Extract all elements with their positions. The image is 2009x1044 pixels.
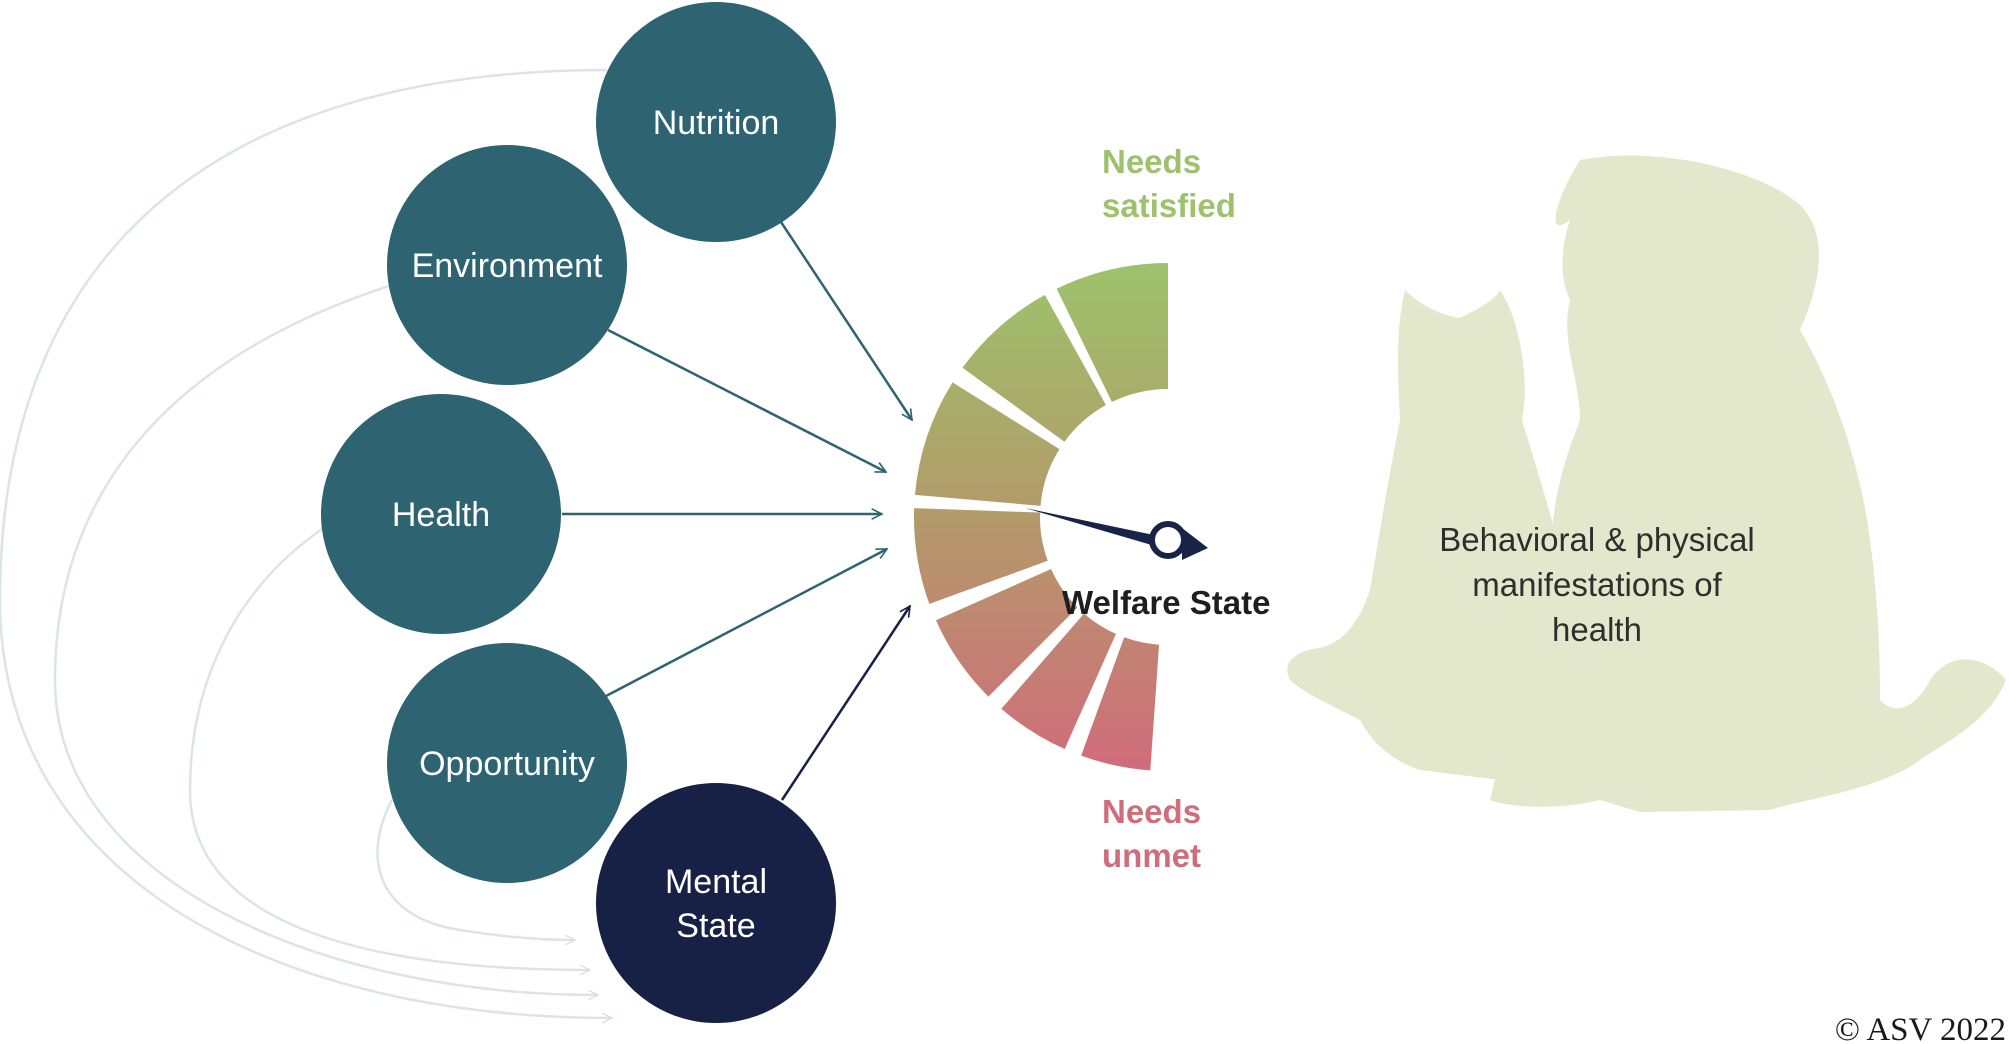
gauge-segment-5 (935, 569, 1078, 697)
pet-silhouette (1287, 155, 2006, 813)
cat-silhouette-icon (1287, 290, 1575, 780)
gauge-segment-7 (1081, 637, 1160, 771)
silhouette-text-line3: health (1552, 611, 1642, 648)
node-environment-label: Environment (412, 247, 603, 285)
feedback-arc-health (188, 523, 590, 970)
node-opportunity: Opportunity (387, 643, 627, 883)
silhouette-text-line1: Behavioral & physical (1439, 521, 1755, 558)
needle-pointer (1025, 508, 1168, 548)
label-needs-unmet-line2: unmet (1102, 837, 1201, 874)
gauge-segment-3 (914, 382, 1060, 506)
label-needs-satisfied-line2: satisfied (1102, 187, 1236, 224)
feedback-arcs (0, 68, 612, 1018)
node-health: Health (321, 394, 561, 634)
arrow-environment (607, 328, 886, 474)
node-environment: Environment (387, 145, 627, 385)
feedback-arc-nutrition (0, 68, 612, 1018)
gauge (913, 263, 1168, 771)
needle-hub (1149, 521, 1187, 559)
label-needs-satisfied-line1: Needs (1102, 143, 1201, 180)
gauge-segment-2 (962, 294, 1106, 442)
feedback-arc-environment (53, 283, 598, 995)
node-nutrition: Nutrition (596, 2, 836, 242)
silhouette-text-line2: manifestations of (1472, 566, 1722, 603)
node-health-label: Health (392, 496, 490, 534)
arrow-mental-state (780, 606, 912, 801)
node-nutrition-label: Nutrition (653, 104, 780, 142)
gauge-segment-4 (913, 508, 1048, 604)
arrow-opportunity (605, 547, 887, 698)
node-mental-state-label-line2: State (676, 907, 755, 945)
gauge-segment-1 (1056, 263, 1168, 402)
copyright-notice: © ASV 2022 (1835, 1012, 2006, 1044)
factor-arrows (562, 221, 914, 801)
dog-silhouette-icon (1490, 155, 2006, 813)
feedback-arc-opportunity (376, 799, 575, 940)
label-welfare-state: Welfare State (1062, 584, 1270, 621)
gauge-needle (1025, 508, 1208, 560)
node-mental-state-label-line1: Mental (665, 863, 767, 901)
node-opportunity-label: Opportunity (419, 745, 595, 783)
node-mental-state: Mental State (596, 783, 836, 1023)
needle-tail (1182, 528, 1208, 560)
arrow-nutrition (779, 221, 914, 420)
label-needs-unmet-line1: Needs (1102, 793, 1201, 830)
gauge-segment-6 (1001, 613, 1116, 750)
